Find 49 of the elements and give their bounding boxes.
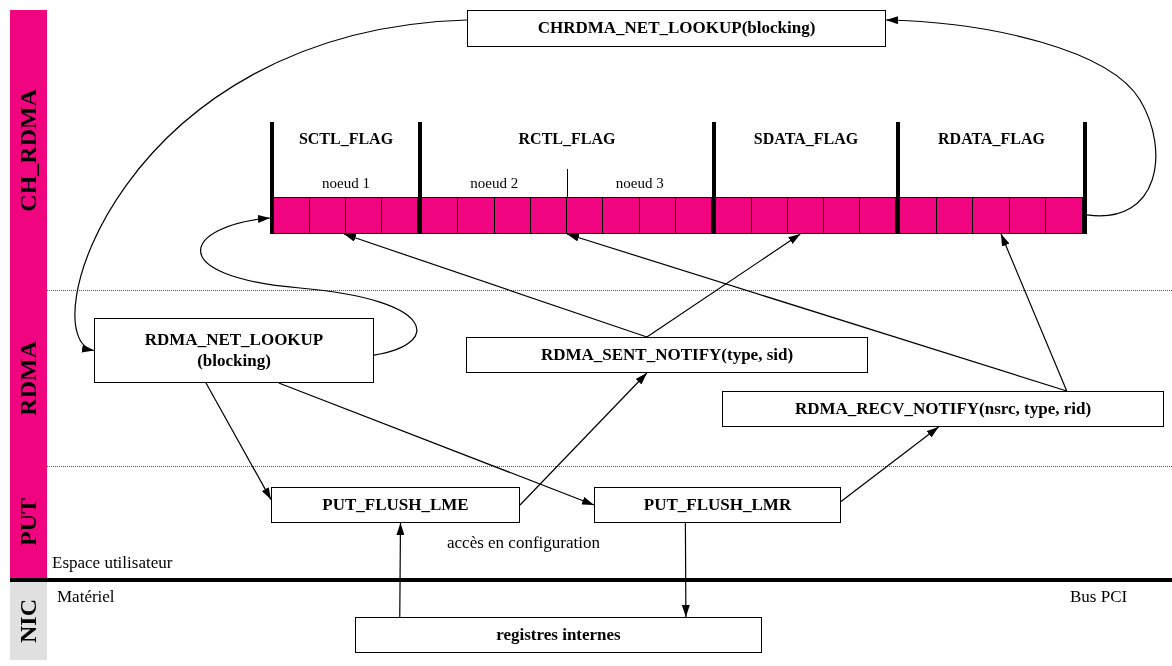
arrow (343, 233, 648, 338)
arrow (885, 16, 1157, 217)
annotation-text: Matériel (57, 587, 115, 607)
lane-label: NIC (15, 599, 42, 643)
section-title: SDATA_FLAG (752, 130, 860, 148)
arrow (200, 215, 418, 356)
arrow (566, 233, 1068, 392)
arrow (396, 522, 405, 618)
flag-section (712, 122, 896, 234)
node-label: noeud 1 (322, 174, 370, 192)
lane-band (10, 10, 47, 290)
node-label: registres internes (496, 624, 621, 646)
process-box (271, 487, 520, 523)
lane-band (10, 466, 47, 578)
arrow (519, 372, 648, 506)
node-label: RDMA_RECV_NOTIFY(nsrc, type, rid) (794, 398, 1092, 420)
node-label: CHRDMA_NET_LOOKUP(blocking) (537, 18, 816, 39)
process-box (466, 337, 868, 373)
flag-section (418, 122, 712, 234)
arrow (205, 382, 272, 501)
arrow (74, 19, 468, 352)
arrow (278, 382, 595, 506)
annotation-text: accès en configuration (447, 533, 600, 553)
process-box (594, 487, 841, 523)
lane-label: RDMA (15, 340, 42, 416)
lane-band (10, 582, 47, 660)
process-box (94, 318, 374, 383)
annotation-text: Bus PCI (1070, 587, 1128, 607)
arrow (840, 426, 940, 502)
section-title: RDATA_FLAG (937, 130, 1046, 148)
flag-section (896, 122, 1087, 234)
process-box (722, 391, 1164, 427)
annotation-text: Espace utilisateur (52, 553, 173, 573)
node-label: PUT_FLUSH_LMR (643, 494, 792, 516)
node-label: PUT_FLUSH_LME (322, 494, 469, 516)
arrow (646, 233, 801, 338)
process-box (467, 10, 886, 47)
arrow (681, 522, 690, 618)
process-box (355, 617, 762, 653)
node-label: noeud 3 (615, 174, 664, 192)
section-title: RCTL_FLAG (517, 130, 617, 148)
section-title: SCTL_FLAG (297, 130, 395, 148)
flag-section (270, 122, 418, 234)
node-label: noeud 2 (470, 174, 519, 192)
node-label: RDMA_NET_LOOKUP (blocking) (143, 330, 325, 371)
lane-label: PUT (15, 498, 42, 546)
lane-label: CH_RDMA (15, 88, 42, 212)
node-label: RDMA_SENT_NOTIFY(type, sid) (540, 344, 794, 366)
arrow (1000, 233, 1068, 392)
